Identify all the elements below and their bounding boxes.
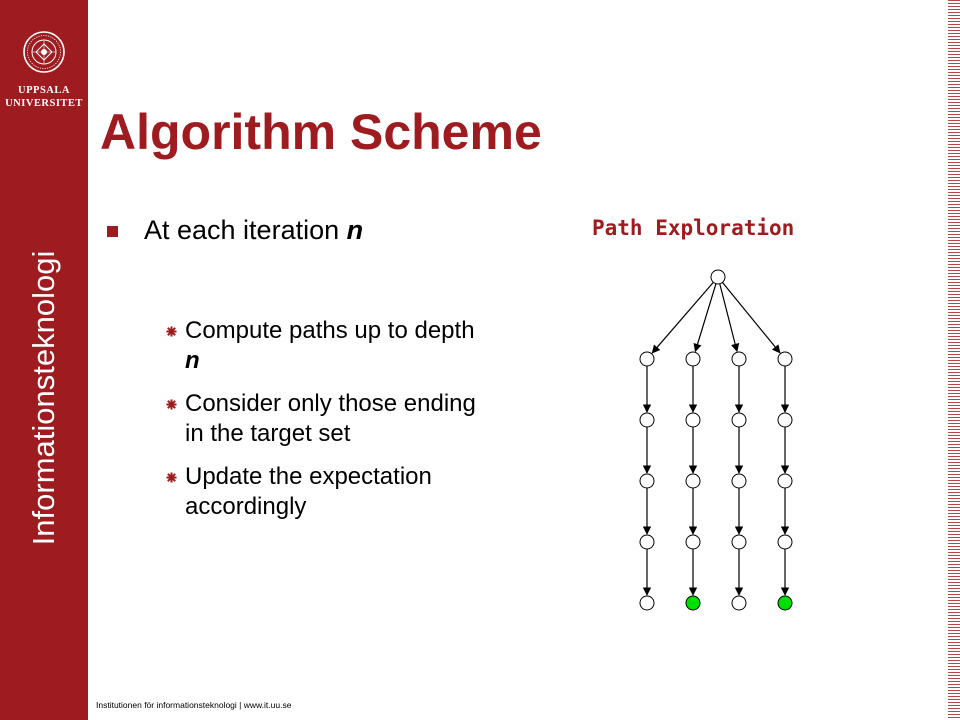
asterisk-bullet-icon	[166, 399, 177, 410]
sub-bullet-text: Consider only those ending in the target…	[185, 390, 476, 447]
edge-arrow	[693, 283, 717, 353]
path-node	[731, 595, 747, 611]
path-node	[685, 412, 701, 428]
footer: Institutionen för informationsteknologi …	[96, 700, 292, 710]
path-node	[731, 534, 747, 550]
square-bullet-icon	[107, 226, 118, 237]
sub-bullet-text: Compute paths up to depth	[185, 317, 475, 344]
department-name: Informationsteknologi	[26, 250, 61, 546]
main-bullet-label: At each iteration	[144, 215, 347, 245]
university-name-line: UPPSALA	[18, 85, 70, 96]
main-bullet-variable: n	[346, 215, 364, 245]
path-exploration-diagram	[639, 269, 793, 611]
path-node	[639, 412, 655, 428]
university-seal-icon	[23, 31, 65, 73]
decorative-stripes	[948, 0, 960, 720]
edge-arrow	[719, 283, 740, 353]
path-node	[639, 534, 655, 550]
path-node	[731, 351, 747, 367]
sub-bullet-item: Compute paths up to depth n	[160, 316, 490, 376]
university-name: UPPSALA UNIVERSITET	[0, 84, 88, 110]
path-node	[685, 473, 701, 489]
edge-arrow	[651, 281, 714, 354]
university-name-line: UNIVERSITET	[5, 98, 83, 109]
path-node	[639, 595, 655, 611]
edge-arrow	[721, 282, 781, 354]
path-node	[685, 534, 701, 550]
path-node	[731, 473, 747, 489]
asterisk-bullet-icon	[166, 326, 177, 337]
path-node	[731, 412, 747, 428]
sidebar: UPPSALA UNIVERSITET Informationsteknolog…	[0, 0, 88, 720]
path-node	[777, 473, 793, 489]
sub-bullet-item: Update the expectation accordingly	[160, 462, 490, 522]
path-node	[639, 351, 655, 367]
path-node	[639, 473, 655, 489]
root-node	[710, 269, 726, 285]
main-bullet-text: At each iteration n	[144, 213, 363, 247]
sub-bullet-list: Compute paths up to depth n Consider onl…	[160, 316, 490, 535]
path-node	[777, 412, 793, 428]
sub-bullet-item: Consider only those ending in the target…	[160, 389, 490, 449]
sub-bullet-text: Update the expectation accordingly	[185, 463, 432, 520]
target-node	[777, 595, 793, 611]
path-node	[777, 534, 793, 550]
target-node	[685, 595, 701, 611]
diagram-title: Path Exploration	[592, 216, 795, 240]
asterisk-bullet-icon	[166, 472, 177, 483]
path-node	[777, 351, 793, 367]
slide-title: Algorithm Scheme	[100, 104, 542, 160]
path-node	[685, 351, 701, 367]
sub-bullet-variable: n	[185, 347, 200, 374]
